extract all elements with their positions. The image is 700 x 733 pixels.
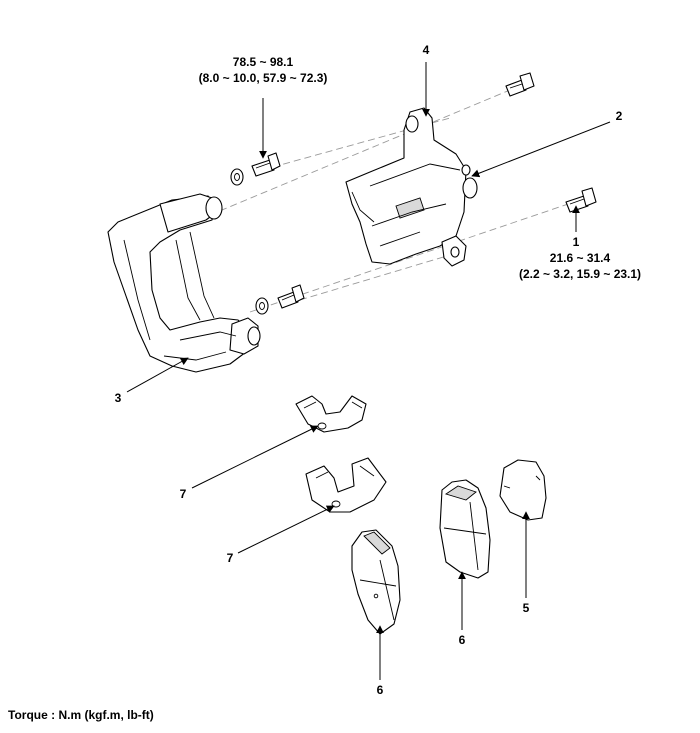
caliper-upper-bolt — [505, 72, 535, 97]
caliper-carrier — [107, 193, 261, 373]
callout-3-number: 3 — [115, 391, 122, 405]
callout-6-left-number: 6 — [377, 683, 384, 697]
caliper-body — [345, 107, 478, 267]
callout-4-torque-alt: (8.0 ~ 10.0, 57.9 ~ 72.3) — [199, 71, 328, 85]
brake-pad-inner — [351, 529, 401, 635]
callout-1-number: 1 — [573, 235, 580, 249]
callout-1-torque-alt: (2.2 ~ 3.2, 15.9 ~ 23.1) — [519, 267, 641, 281]
brake-pad-outer — [439, 479, 491, 579]
lower-washer — [255, 297, 269, 315]
torque-unit-note: Torque : N.m (kgf.m, lb-ft) — [8, 708, 154, 722]
lower-guide-bolt — [277, 284, 305, 309]
pad-shim — [499, 459, 547, 521]
callout-7-upper-number: 7 — [180, 487, 187, 501]
alignment-lines — [209, 89, 581, 313]
leader-lines — [126, 62, 611, 680]
callout-4-torque-nm: 78.5 ~ 98.1 — [233, 55, 294, 69]
callout-2-number: 2 — [616, 109, 623, 123]
callout-7-lower-number: 7 — [227, 551, 234, 565]
callout-1-torque-nm: 21.6 ~ 31.4 — [550, 251, 611, 265]
pad-retainer-upper — [295, 395, 367, 433]
callout-6-middle-number: 6 — [459, 633, 466, 647]
callout-4-number: 4 — [423, 43, 430, 57]
upper-washer — [230, 168, 244, 186]
pad-retainer-lower — [305, 457, 387, 513]
upper-guide-bolt — [251, 152, 281, 177]
callout-5-number: 5 — [523, 601, 530, 615]
caliper-lower-bolt — [565, 187, 597, 213]
